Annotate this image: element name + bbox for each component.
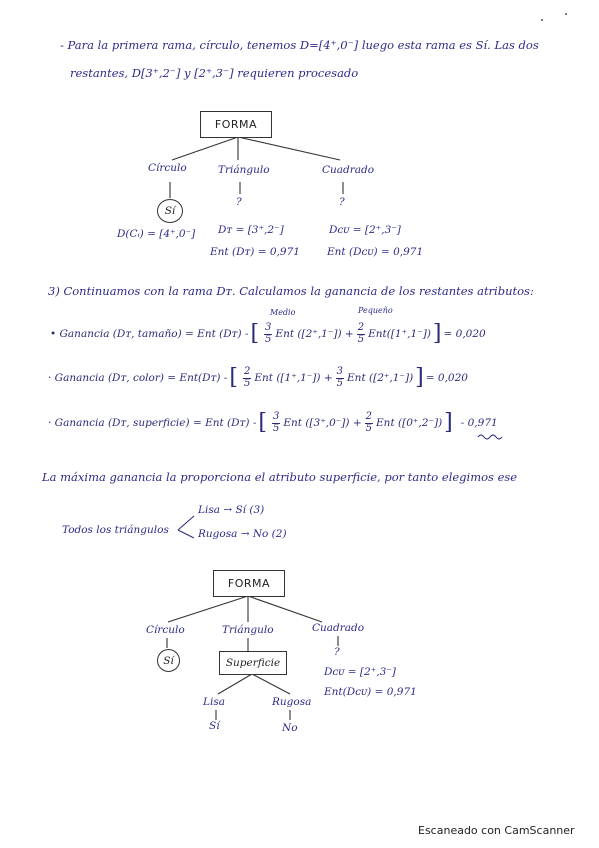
scan-speck [565,13,567,15]
scan-speck [541,19,543,21]
tree-1-entropy-triangle: Ent (Dᴛ) = 0,971 [210,246,300,258]
bracket-open: [ [250,321,260,346]
tree-2-question-square: ? [334,646,340,658]
tree-2-branch-circle: Círculo [146,624,185,636]
gain-size-equation: • Ganancia (Dᴛ, tamaño) = Ent (Dᴛ) - [ 3… [50,321,486,346]
gain-color-result: = 0,020 [425,372,468,384]
branch-rough: Rugosa [272,696,312,708]
tree-1-root-node: FORMA [200,111,272,138]
tree-1-dataset-circle: D(Cᵢ) = [4⁺,0⁻] [117,228,196,240]
term-1: Ent ([1⁺,1⁻]) + [254,372,333,384]
intro-line-2: restantes, D[3⁺,2⁻] y [2⁺,3⁻] requieren … [70,66,359,80]
tree-1-branch-circle: Círculo [148,162,187,174]
tree-2-root-node: FORMA [213,570,285,597]
tree-2-leaf-circle-yes: Sí [157,649,180,672]
bracket-close: ] [415,365,424,390]
tree-2-dataset-square: Dᴄᴜ = [2⁺,3⁻] [324,666,396,678]
bracket-open: [ [258,410,267,435]
tree-1-dataset-square: Dᴄᴜ = [2⁺,3⁻] [329,224,401,236]
label-small: Pequeño [358,306,393,315]
gain-color-lhs: · Ganancia (Dᴛ, color) = Ent(Dᴛ) - [48,372,228,384]
gain-surface-lhs: · Ganancia (Dᴛ, superficie) = Ent (Dᴛ) - [48,417,257,429]
surface-node: Superficie [219,651,287,675]
term-1: Ent ([2⁺,1⁻]) + [275,328,354,340]
leaf-smooth-yes: Sí [209,720,220,732]
gain-surface-result: - 0,971 [460,417,498,429]
bracket-close: ] [444,410,453,435]
tree-2-entropy-square: Ent(Dᴄᴜ) = 0,971 [324,686,417,698]
tree-1-branch-square: Cuadrado [322,164,375,176]
gain-surface-equation: · Ganancia (Dᴛ, superficie) = Ent (Dᴛ) -… [48,410,498,435]
gain-size-result: = 0,020 [443,328,486,340]
rough-no-rule: Rugosa → No (2) [198,528,287,540]
tree-1-question-square: ? [339,196,345,208]
tree-1-leaf-circle-yes: Sí [157,199,183,223]
term-2: Ent ([0⁺,2⁻]) [376,417,443,429]
branch-smooth: Lisa [203,696,225,708]
intro-line-1: - Para la primera rama, círculo, tenemos… [60,38,539,52]
label-medium: Medio [270,308,296,317]
leaf-rough-no: No [282,722,298,734]
tree-1-entropy-square: Ent (Dᴄᴜ) = 0,971 [327,246,424,258]
conclusion-line: La máxima ganancia la proporciona el atr… [42,470,518,484]
smooth-yes-rule: Lisa → Sí (3) [198,504,265,516]
tree-1-dataset-triangle: Dᴛ = [3⁺,2⁻] [218,224,284,236]
bracket-open: [ [229,365,238,390]
tree-1-question-triangle: ? [236,196,242,208]
term-2: Ent ([2⁺,1⁻]) [347,372,414,384]
bracket-close: ] [432,321,442,346]
tree-2-branch-square: Cuadrado [312,622,365,634]
all-triangles-label: Todos los triángulos [62,524,169,536]
term-2: Ent([1⁺,1⁻]) [368,328,431,340]
gain-size-lhs: • Ganancia (Dᴛ, tamaño) = Ent (Dᴛ) - [50,328,249,340]
tree-1-branch-triangle: Triángulo [218,164,270,176]
term-1: Ent ([3⁺,0⁻]) + [283,417,362,429]
camscanner-watermark: Escaneado con CamScanner [418,824,575,837]
section-3-title: 3) Continuamos con la rama Dᴛ. Calculamo… [48,284,534,298]
tree-2-branch-triangle: Triángulo [222,624,274,636]
